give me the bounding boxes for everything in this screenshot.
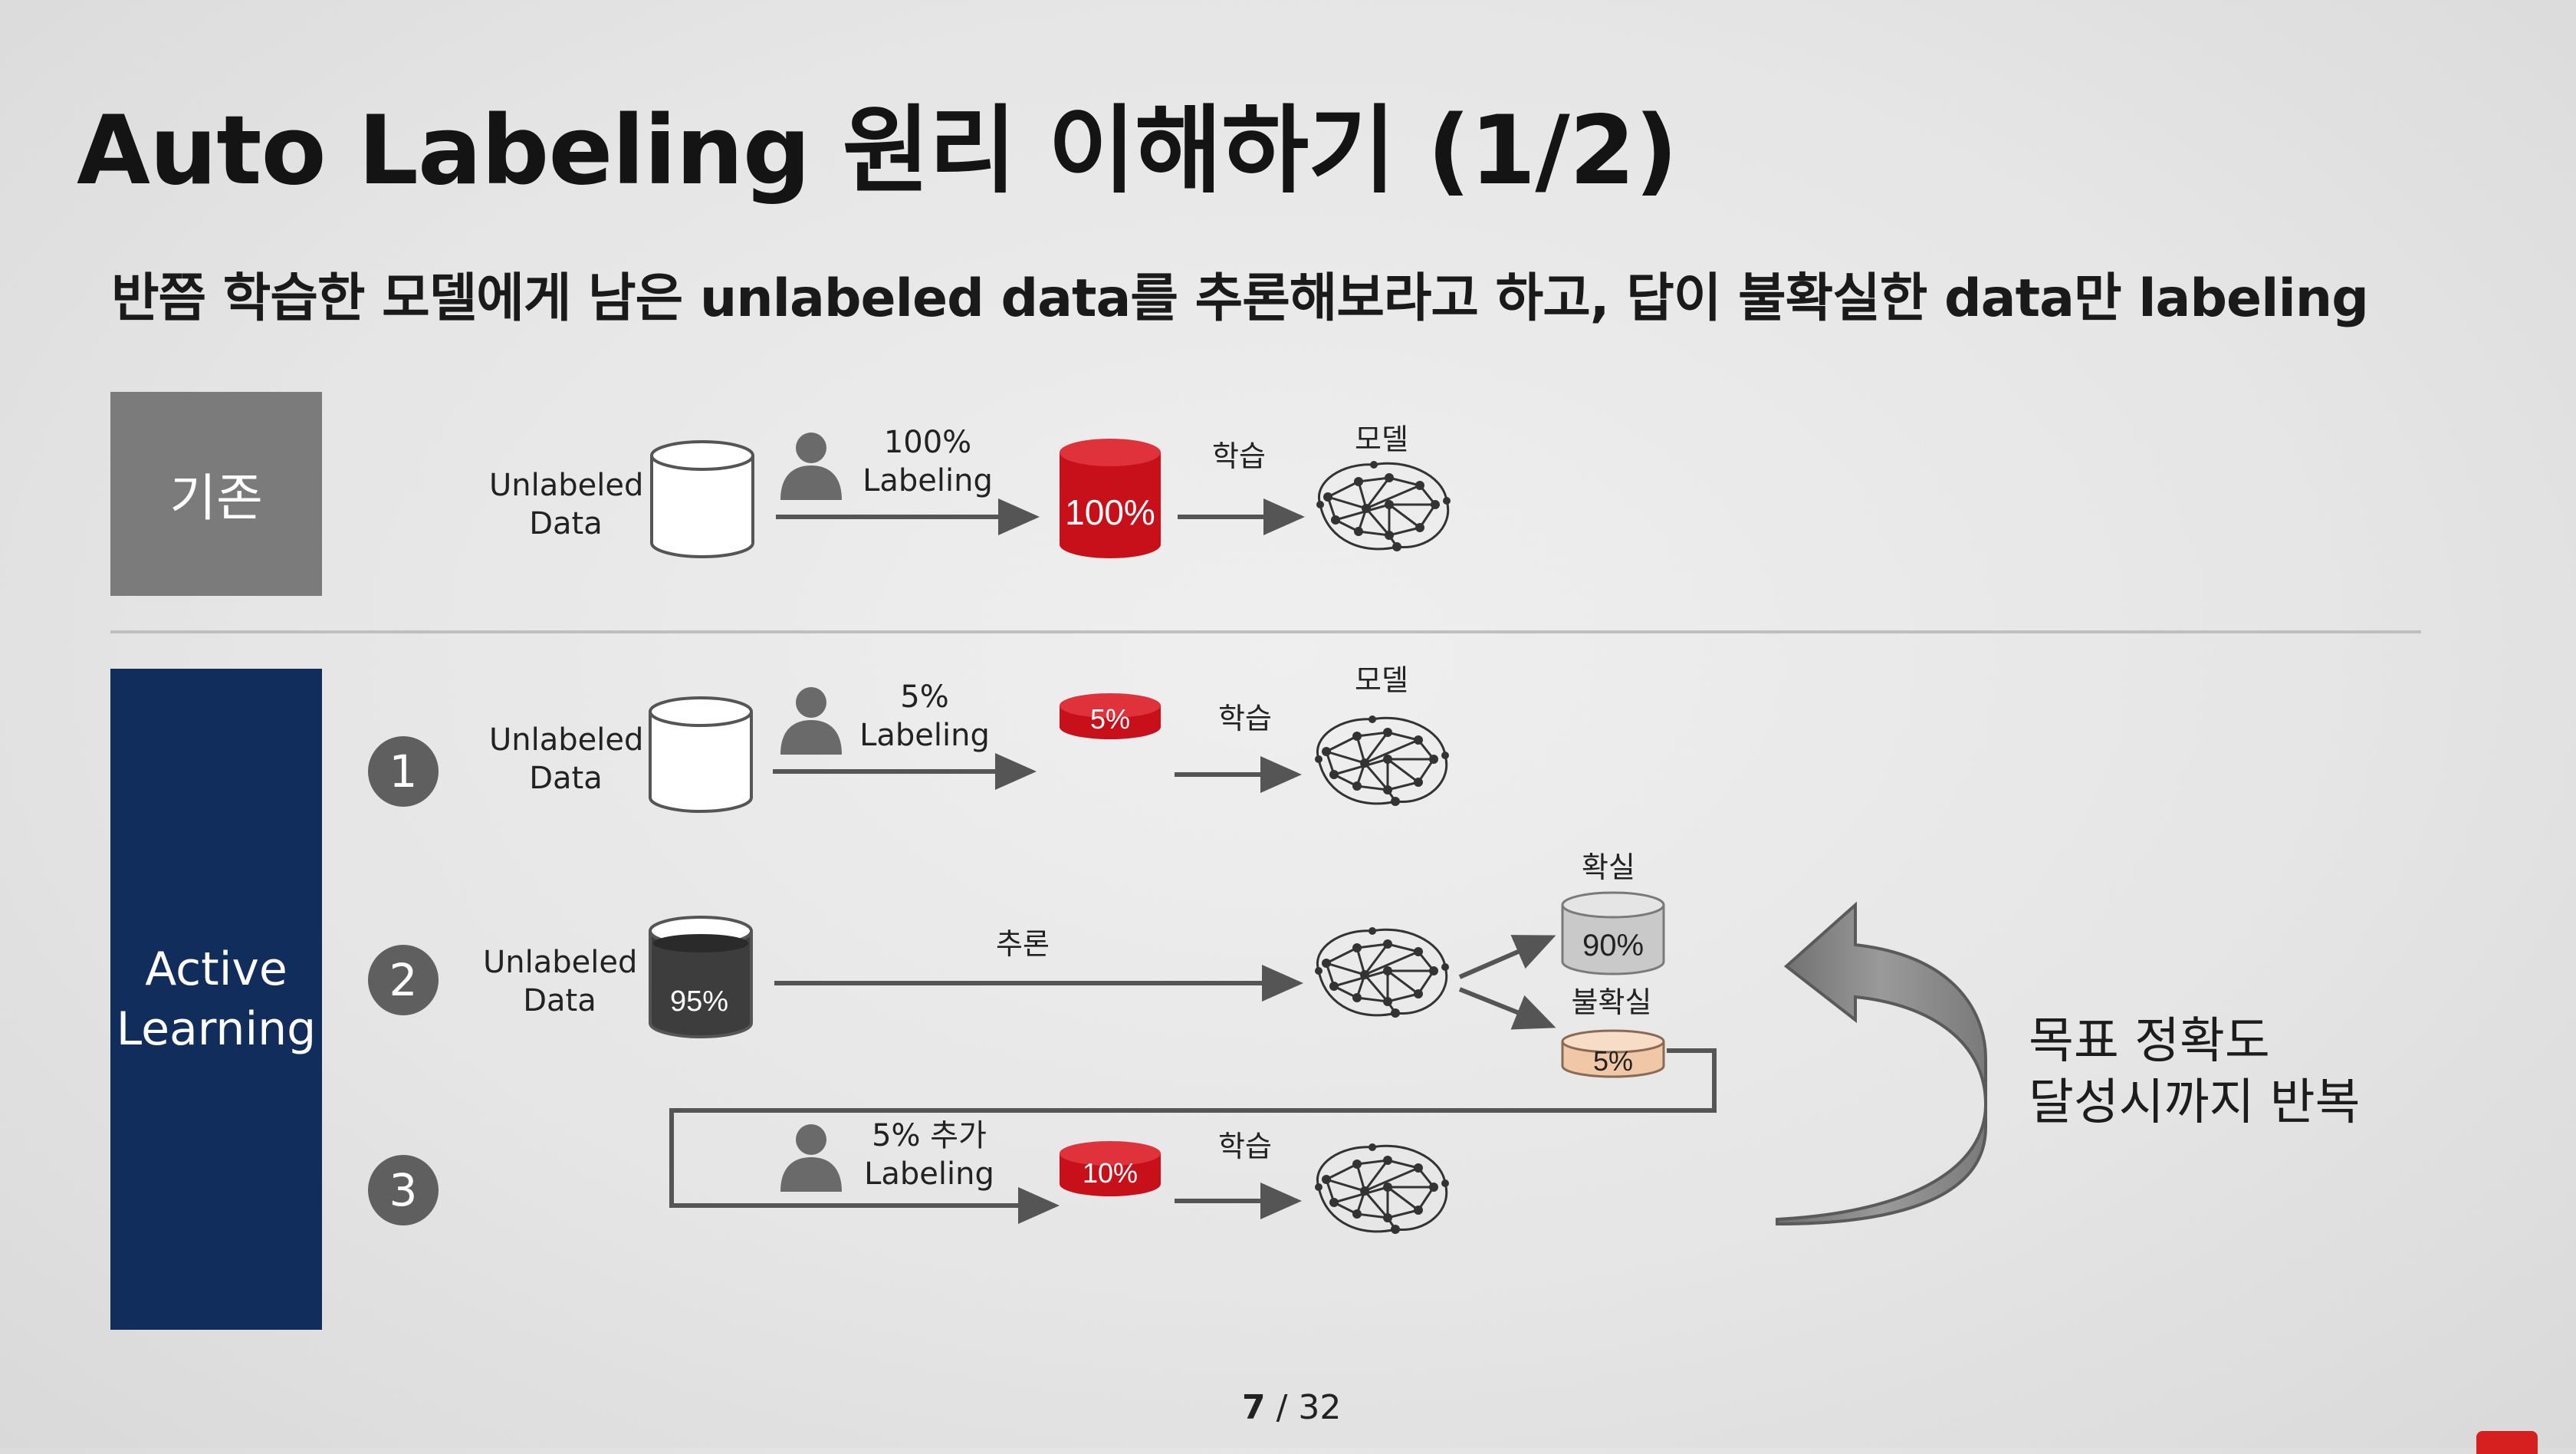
person-icon <box>780 1124 842 1192</box>
active-learning-label-line1: Active <box>145 942 288 996</box>
cylinder-5-uncertain: 5% <box>1561 1029 1665 1078</box>
cylinder-5: 5% <box>1060 693 1161 739</box>
cylinder-10-value: 10% <box>1083 1157 1138 1189</box>
train-label-row3: 학습 <box>1218 1130 1272 1163</box>
inference-label: 추론 <box>996 927 1050 961</box>
person-icon <box>780 433 842 500</box>
slide-subtitle: 반쯤 학습한 모델에게 남은 unlabeled data를 추론해보라고 하고… <box>111 268 2369 329</box>
train-label-row1: 학습 <box>1218 702 1272 735</box>
existing-method-block: 기존 <box>110 392 322 596</box>
page-current: 7 <box>1242 1388 1266 1427</box>
cylinder-95-value: 95% <box>670 985 728 1018</box>
brain-model-icon <box>1315 459 1452 553</box>
unlabeled-cylinder-row0 <box>650 440 754 558</box>
slide-title: Auto Labeling 원리 이해하기 (1/2) <box>77 96 1678 206</box>
active-learning-label-line2: Learning <box>116 1002 317 1056</box>
row-existing: 100% <box>650 433 1452 558</box>
brain-model-icon <box>1313 1142 1451 1235</box>
cylinder-90-certain: 90% <box>1561 891 1665 975</box>
section-divider <box>110 630 2421 633</box>
row-step-1: 5% <box>649 687 1451 813</box>
step-2-badge: 2 <box>368 945 439 1015</box>
cylinder-5-value: 5% <box>1090 703 1130 735</box>
unlabeled-cylinder-row1 <box>649 696 753 813</box>
person-icon <box>780 687 842 755</box>
cylinder-5-uncertain-value: 5% <box>1593 1045 1633 1077</box>
brain-model-icon <box>1313 714 1451 808</box>
cylinder-90-value: 90% <box>1582 929 1644 962</box>
goal-line2: 달성시까지 반복 <box>2029 1074 2361 1131</box>
uncertain-label: 불확실 <box>1571 985 1652 1019</box>
repeat-curved-arrow-icon <box>1776 901 1988 1226</box>
step-1-badge: 1 <box>368 736 439 807</box>
labeling-100-label: 100%Labeling <box>863 425 993 498</box>
active-learning-block: Active Learning <box>110 669 322 1330</box>
step-3-badge: 3 <box>368 1155 439 1225</box>
cylinder-100-value: 100% <box>1065 492 1155 532</box>
row-step-3: 10% <box>780 1124 1451 1235</box>
goal-text: 목표 정확도 달성시까지 반복 <box>2029 1011 2361 1133</box>
brain-model-icon <box>1313 926 1451 1019</box>
existing-method-label: 기존 <box>169 469 263 528</box>
cylinder-100: 100% <box>1060 439 1161 558</box>
model-label-row0: 모델 <box>1355 423 1408 456</box>
cylinder-95: 95% <box>649 916 753 1038</box>
labeling-5-label: 5%Labeling <box>859 679 990 753</box>
page-total: / 32 <box>1276 1388 1342 1427</box>
certain-label: 확실 <box>1582 850 1635 884</box>
video-player-icon[interactable] <box>2476 1431 2538 1454</box>
row-step-2: 95% 90% 5% <box>649 891 1717 1224</box>
train-label-row0: 학습 <box>1212 439 1266 473</box>
model-label-row1: 모델 <box>1355 663 1408 697</box>
page-indicator: 7 / 32 <box>1242 1388 1341 1427</box>
cylinder-10: 10% <box>1060 1141 1161 1196</box>
goal-line1: 목표 정확도 <box>2029 1013 2270 1070</box>
